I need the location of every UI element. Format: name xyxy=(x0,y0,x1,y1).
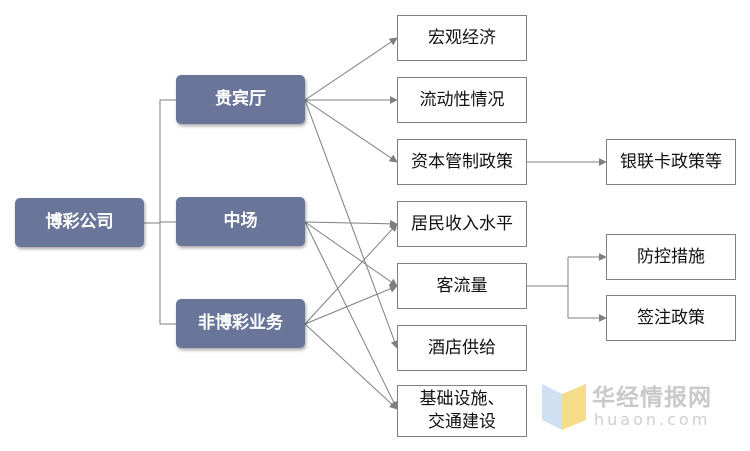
node-hotel-supply: 酒店供给 xyxy=(397,325,527,371)
node-control-measures-label: 防控措施 xyxy=(637,246,705,267)
arrow-vip-capital xyxy=(304,99,398,163)
node-visitor-flow: 客流量 xyxy=(397,263,527,309)
node-macro-economy: 宏观经济 xyxy=(397,15,527,61)
node-non-gaming: 非博彩业务 xyxy=(176,299,305,348)
node-visitor-flow-label: 客流量 xyxy=(436,275,488,296)
node-infrastructure-label-line1: 基础设施、 xyxy=(419,389,505,410)
node-vip-hall: 贵宾厅 xyxy=(176,75,305,124)
node-unionpay-policy-label: 银联卡政策等 xyxy=(620,151,722,172)
node-capital-control: 资本管制政策 xyxy=(397,139,527,185)
node-liquidity-label: 流动性情况 xyxy=(419,89,505,110)
watermark-text: 华经情报网 xyxy=(592,385,712,411)
node-control-measures: 防控措施 xyxy=(606,234,736,280)
node-capital-control-label: 资本管制政策 xyxy=(411,151,513,172)
arrow-vip-macro xyxy=(304,37,398,101)
node-mass-market-label: 中场 xyxy=(223,211,258,232)
node-infrastructure: 基础设施、 交通建设 xyxy=(397,385,527,437)
node-root-label: 博彩公司 xyxy=(45,212,114,233)
node-income-level-label: 居民收入水平 xyxy=(411,213,513,234)
arrow-mass-infra xyxy=(304,221,398,410)
node-macro-economy-label: 宏观经济 xyxy=(428,27,496,48)
watermark-url: huaon.com xyxy=(594,410,711,429)
arrow-nongaming-visitors xyxy=(304,285,398,325)
arrow-mass-income xyxy=(304,219,398,228)
node-hotel-supply-label: 酒店供给 xyxy=(428,337,496,358)
arrow-nongaming-infra xyxy=(304,323,398,410)
arrow-vip-hotel xyxy=(304,99,399,349)
arrow-mass-visitors xyxy=(304,221,398,287)
node-mass-market: 中场 xyxy=(176,197,305,246)
node-visa-policy: 签注政策 xyxy=(606,295,736,341)
node-unionpay-policy: 银联卡政策等 xyxy=(606,139,736,185)
node-root: 博彩公司 xyxy=(15,198,144,247)
node-liquidity: 流动性情况 xyxy=(397,77,527,123)
node-non-gaming-label: 非博彩业务 xyxy=(198,313,283,334)
node-infrastructure-label-line2: 交通建设 xyxy=(428,412,496,432)
node-visa-policy-label: 签注政策 xyxy=(637,307,705,328)
node-vip-hall-label: 贵宾厅 xyxy=(215,89,266,110)
watermark-logo-icon xyxy=(542,384,586,430)
bracket-root xyxy=(159,99,176,325)
arrow-nongaming-income xyxy=(304,223,398,325)
node-income-level: 居民收入水平 xyxy=(397,201,527,247)
